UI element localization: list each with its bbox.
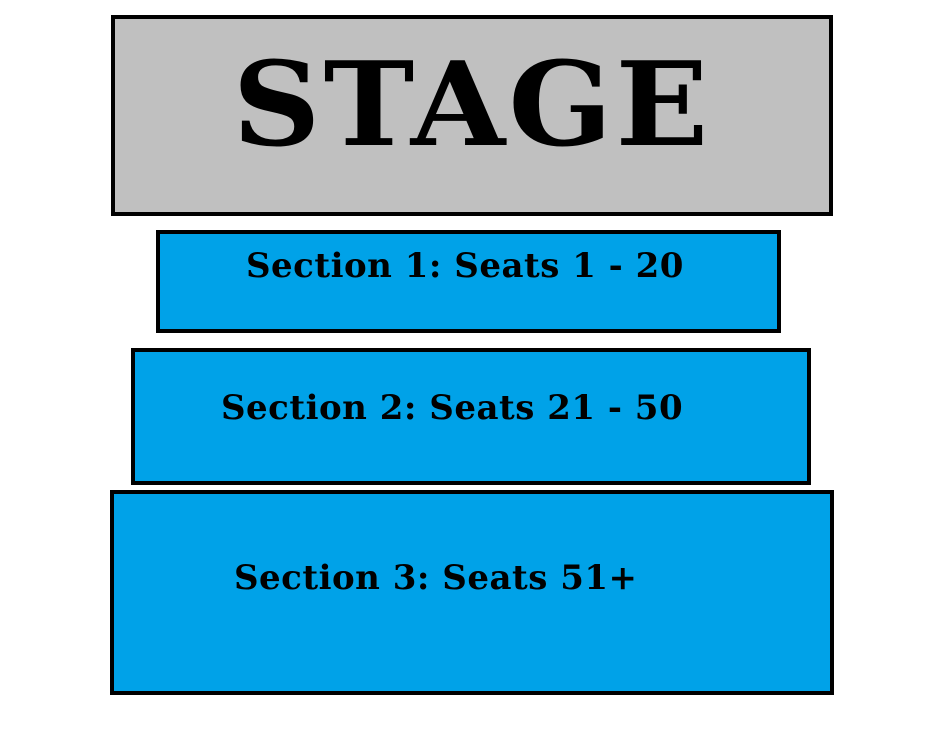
section-2-label: Section 2: Seats 21 - 50 (221, 388, 684, 428)
section-1-label: Section 1: Seats 1 - 20 (246, 246, 684, 286)
stage-label: STAGE (232, 37, 712, 173)
section-3-block: Section 3: Seats 51+ (110, 490, 834, 695)
section-1-block: Section 1: Seats 1 - 20 (156, 230, 781, 333)
section-3-label: Section 3: Seats 51+ (234, 558, 638, 598)
stage-block: STAGE (111, 15, 833, 216)
section-2-block: Section 2: Seats 21 - 50 (131, 348, 811, 485)
